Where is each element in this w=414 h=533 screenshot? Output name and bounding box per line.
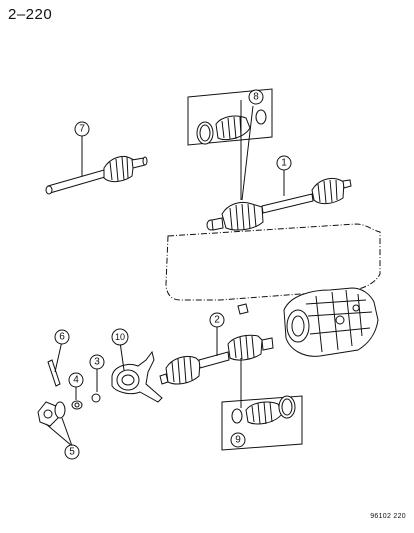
nut-part-4 xyxy=(71,400,83,410)
callout-label-10: 10 xyxy=(115,332,125,342)
callout-6: 6 xyxy=(54,329,70,345)
callout-5: 5 xyxy=(64,444,80,460)
left-halfshaft-part-7 xyxy=(45,155,148,195)
washer-part-3 xyxy=(91,393,101,403)
assembly-outline xyxy=(165,223,381,301)
callout-label-2: 2 xyxy=(214,315,220,326)
callout-label-5: 5 xyxy=(69,447,75,458)
callout-9: 9 xyxy=(230,432,246,448)
boot-kit-part-9 xyxy=(221,395,303,451)
transaxle-housing xyxy=(283,287,379,357)
figure-code: 96102 220 xyxy=(370,513,406,520)
callout-3: 3 xyxy=(89,354,105,370)
callout-label-9: 9 xyxy=(235,435,241,446)
leader-lines xyxy=(45,100,285,447)
retaining-clip xyxy=(237,303,249,315)
hub-nut-part-5 xyxy=(37,401,66,427)
callout-1: 1 xyxy=(276,155,292,171)
callout-label-1: 1 xyxy=(281,158,287,169)
callout-label-7: 7 xyxy=(79,124,85,135)
callout-10: 10 xyxy=(111,328,129,346)
callout-label-8: 8 xyxy=(253,92,259,103)
callout-label-3: 3 xyxy=(94,357,100,368)
page-number: 2–220 xyxy=(8,6,53,23)
callout-2: 2 xyxy=(209,312,225,328)
cotter-pin-part-6 xyxy=(47,359,61,387)
callout-4: 4 xyxy=(68,372,84,388)
callout-7: 7 xyxy=(74,121,90,137)
callout-8: 8 xyxy=(248,89,264,105)
right-halfshaft-part-1 xyxy=(206,177,352,231)
bearing-bracket-part-10 xyxy=(111,350,163,403)
callout-label-4: 4 xyxy=(73,375,79,386)
lower-halfshaft-part-2 xyxy=(159,334,274,385)
callout-label-6: 6 xyxy=(59,332,65,343)
